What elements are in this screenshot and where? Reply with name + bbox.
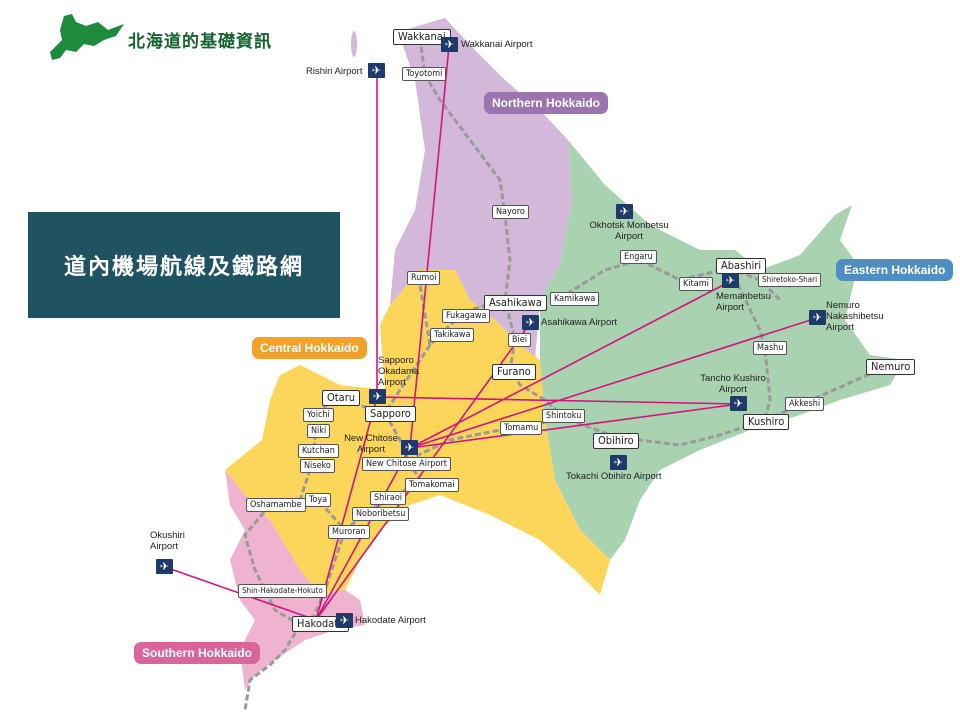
- station-niki: Niki: [307, 424, 331, 438]
- airport-asahikawa-label: Asahikawa Airport: [541, 317, 618, 328]
- station-shin-hakodate-hokuto: Shin-Hakodate-Hokuto: [238, 584, 327, 598]
- airport-okushiri-icon: ✈: [156, 559, 173, 574]
- airport-rishiri-icon: ✈: [368, 63, 385, 78]
- region-label-northern: Northern Hokkaido: [484, 92, 609, 114]
- station-wakkanai: Wakkanai: [393, 29, 451, 45]
- hokkaido-logo-icon: [50, 14, 124, 60]
- station-akkeshi: Akkeshi: [785, 397, 825, 411]
- airport-okushiri-label: Okushiri Airport: [150, 530, 185, 552]
- station-furano: Furano: [492, 364, 536, 380]
- station-otaru: Otaru: [322, 390, 361, 406]
- station-yoichi: Yoichi: [303, 408, 334, 422]
- station-muroran: Muroran: [328, 525, 370, 539]
- airport-new-chitose-label: New Chitose Airport: [344, 433, 398, 455]
- station-kutchan: Kutchan: [298, 444, 339, 458]
- station-shiraoi: Shiraoi: [370, 491, 407, 505]
- airport-sapporo-okadama-label: Sapporo Okadama Airport: [378, 355, 420, 388]
- station-shintoku: Shintoku: [542, 409, 586, 423]
- station-kitami: Kitami: [679, 277, 713, 291]
- section-banner: 道內機場航線及鐵路網: [28, 212, 340, 318]
- station-toyotomi: Toyotomi: [402, 67, 447, 81]
- station-new-chitose-airport: New Chitose Airport: [362, 457, 451, 471]
- banner-title: 道內機場航線及鐵路網: [63, 255, 304, 280]
- airport-tokachi-obihiro-label: Tokachi Obihiro Airport: [566, 471, 662, 482]
- station-mashu: Mashu: [753, 341, 788, 355]
- airport-wakkanai-label: Wakkanai Airport: [461, 39, 533, 50]
- station-nayoro: Nayoro: [492, 205, 529, 219]
- airport-memanbetsu-icon: ✈: [722, 273, 739, 288]
- southern-region: [225, 470, 365, 690]
- header: 北海道的基礎資訊: [46, 14, 272, 64]
- station-nemuro: Nemuro: [866, 359, 916, 375]
- station-hakodate: Hakodate: [292, 616, 350, 632]
- station-biei: Biei: [508, 333, 532, 347]
- station-oshamambe: Oshamambe: [246, 498, 306, 512]
- station-sapporo: Sapporo: [365, 406, 416, 422]
- station-rumoi: Rumoi: [407, 271, 441, 285]
- airport-okhotsk-monbetsu-label: Okhotsk Monbetsu Airport: [589, 220, 669, 242]
- airport-sapporo-okadama-icon: ✈: [369, 389, 386, 404]
- airport-tancho-kushiro-label: Tancho Kushiro Airport: [700, 373, 766, 395]
- rishiri-island: [351, 31, 357, 57]
- airport-hakodate-label: Hakodate Airport: [355, 615, 426, 626]
- station-tomakomai: Tomakomai: [405, 478, 459, 492]
- airport-memanbetsu-label: Memanbetsu Airport: [716, 291, 771, 313]
- airport-nemuro-nakashibetsu-icon: ✈: [809, 310, 826, 325]
- region-label-eastern: Eastern Hokkaido: [836, 259, 954, 281]
- airport-new-chitose-icon: ✈: [401, 440, 418, 455]
- airport-tancho-kushiro-icon: ✈: [730, 396, 747, 411]
- station-fukagawa: Fukagawa: [442, 309, 491, 323]
- station-abashiri: Abashiri: [716, 258, 767, 274]
- station-kushiro: Kushiro: [743, 414, 790, 430]
- eastern-region: [540, 140, 905, 560]
- airport-rishiri-label: Rishiri Airport: [306, 66, 363, 77]
- airport-nemuro-nakashibetsu-label: Nemuro Nakashibetsu Airport: [826, 300, 884, 333]
- airport-asahikawa-icon: ✈: [522, 315, 539, 330]
- station-engaru: Engaru: [620, 250, 657, 264]
- station-niseko: Niseko: [300, 459, 335, 473]
- station-shiretoko-shari: Shiretoko-Shari: [758, 273, 822, 287]
- region-label-southern: Southern Hokkaido: [134, 642, 261, 664]
- station-noboribetsu: Noboribetsu: [352, 507, 410, 521]
- airport-tokachi-obihiro-icon: ✈: [610, 455, 627, 470]
- station-obihiro: Obihiro: [593, 433, 639, 449]
- region-label-central: Central Hokkaido: [252, 337, 367, 359]
- page-title: 北海道的基礎資訊: [128, 31, 272, 52]
- station-asahikawa: Asahikawa: [484, 295, 547, 311]
- airport-okhotsk-monbetsu-icon: ✈: [616, 204, 633, 219]
- station-kamikawa: Kamikawa: [550, 292, 600, 306]
- station-takikawa: Takikawa: [430, 328, 475, 342]
- airport-wakkanai-icon: ✈: [441, 37, 458, 52]
- airport-hakodate-icon: ✈: [336, 613, 353, 628]
- station-toya: Toya: [305, 493, 332, 507]
- station-tomamu: Tomamu: [500, 421, 543, 435]
